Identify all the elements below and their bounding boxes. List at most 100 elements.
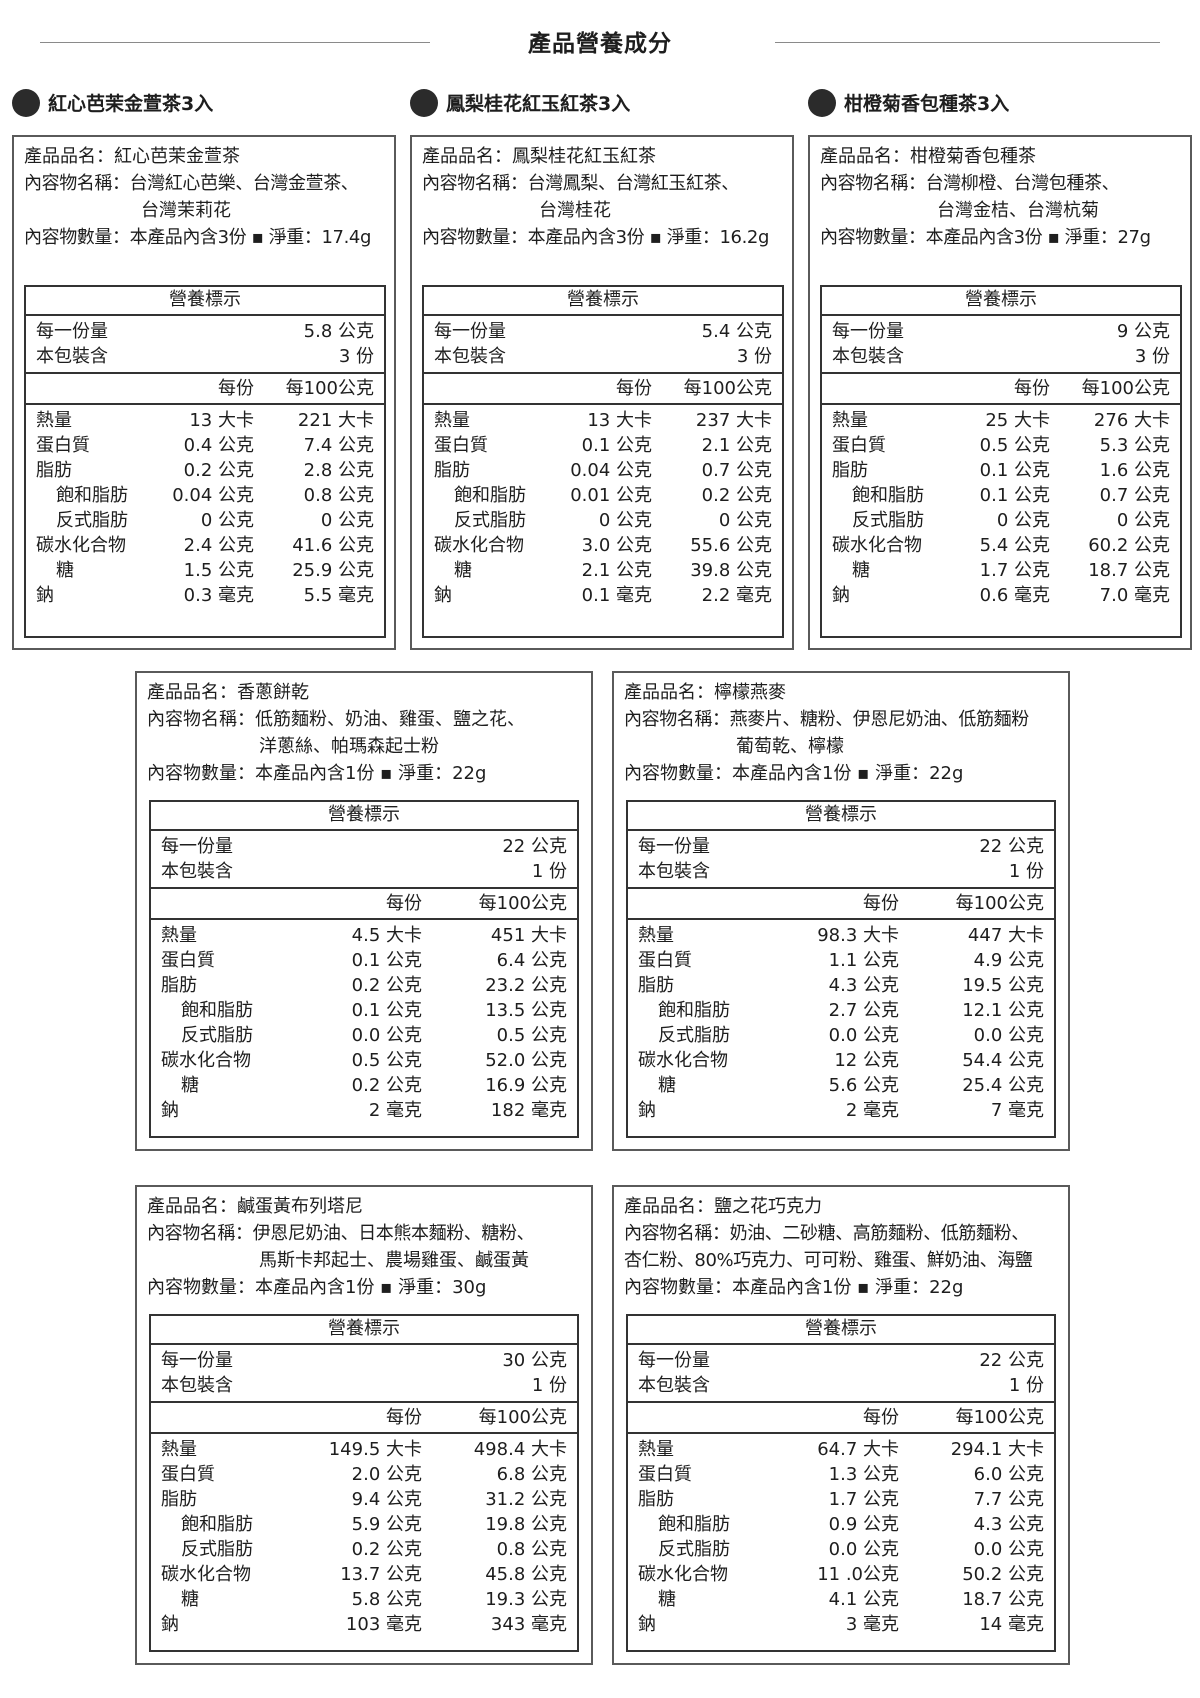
serving-size-value: 22 公克: [979, 836, 1044, 857]
per-100g-value: 41.6 公克: [292, 535, 374, 556]
per-100g-value: 0.0 公克: [973, 1539, 1044, 1560]
per-100g-value: 52.0 公克: [485, 1050, 567, 1071]
per-serving-value: 0.4 公克: [183, 435, 254, 456]
per-serving-value: 0.9 公克: [828, 1514, 899, 1535]
nutrient-label: 飽和脂肪: [181, 1000, 253, 1021]
nutrient-label: 反式脂肪: [852, 510, 924, 531]
quantity-line: 內容物數量：本產品內含1份 ▪ 淨重：22g: [624, 1274, 1062, 1301]
product-name-line: 產品品名：檸檬燕麥: [624, 679, 1062, 706]
per-serving-value: 4.1 公克: [828, 1589, 899, 1610]
per-100g-value: 5.3 公克: [1099, 435, 1170, 456]
per-100g-value: 60.2 公克: [1088, 535, 1170, 556]
per-serving-value: 2.4 公克: [183, 535, 254, 556]
contents-label: 內容物名稱：: [24, 173, 130, 194]
contents-label: 內容物名稱：: [820, 173, 926, 194]
per-serving-header: 每份: [386, 893, 422, 914]
nutrient-label: 鈉: [434, 585, 452, 606]
per-serving-value: 0 公克: [996, 510, 1050, 531]
column-header-row: 每份 每100公克: [424, 374, 782, 405]
per-serving-value: 0.0 公克: [828, 1025, 899, 1046]
contents-line-2: 台灣茉莉花: [24, 197, 388, 224]
product-name-line: 產品品名：鹹蛋黃布列塔尼: [147, 1193, 585, 1220]
quantity-label: 內容物數量：: [147, 763, 255, 784]
nutrient-label: 反式脂肪: [181, 1539, 253, 1560]
per-100g-value: 54.4 公克: [962, 1050, 1044, 1071]
servings-value: 3 份: [736, 346, 772, 367]
contents-line-2: 杏仁粉、80%巧克力、可可粉、雞蛋、鮮奶油、海鹽: [624, 1247, 1062, 1274]
page-header: 產品營養成分: [0, 24, 1200, 64]
per-serving-value: 2 毫克: [845, 1100, 899, 1121]
per-100g-value: 237 大卡: [695, 410, 772, 431]
per-100g-value: 4.3 公克: [973, 1514, 1044, 1535]
product-name-line: 產品品名：紅心芭茉金萱茶: [24, 143, 388, 170]
quantity-label: 內容物數量：: [147, 1277, 255, 1298]
nutrient-label: 蛋白質: [161, 1464, 215, 1485]
product-name-value: 鹽之花巧克力: [714, 1196, 822, 1217]
serving-size-value: 9 公克: [1116, 321, 1170, 342]
per-100g-value: 6.8 公克: [496, 1464, 567, 1485]
per-100g-value: 2.1 公克: [701, 435, 772, 456]
per-serving-value: 1.1 公克: [828, 950, 899, 971]
contents-value: 台灣桂花: [539, 200, 611, 221]
nutrient-label: 碳水化合物: [36, 535, 126, 556]
product-name-value: 柑橙菊香包種茶: [910, 146, 1036, 167]
per-100g-value: 0 公克: [718, 510, 772, 531]
per-serving-value: 0.2 公克: [351, 1075, 422, 1096]
nutrient-label: 脂肪: [161, 1489, 197, 1510]
product-name-label: 產品品名：: [24, 146, 114, 167]
column-header-row: 每份 每100公克: [822, 374, 1180, 405]
per-serving-value: 0 公克: [598, 510, 652, 531]
quantity-value: 本產品內含3份 ▪ 淨重：17.4g: [129, 227, 372, 248]
product-name-line: 產品品名：香蔥餅乾: [147, 679, 585, 706]
per-100g-header: 每100公克: [478, 1407, 567, 1428]
nutrient-label: 熱量: [434, 410, 470, 431]
per-serving-header: 每份: [863, 893, 899, 914]
per-100g-value: 276 大卡: [1093, 410, 1170, 431]
column-header-row: 每份 每100公克: [628, 889, 1054, 920]
contents-line: 內容物名稱：台灣鳳梨、台灣紅玉紅茶、: [422, 170, 786, 197]
nutrient-label: 飽和脂肪: [852, 485, 924, 506]
serving-size-label: 每一份量: [638, 836, 710, 857]
per-100g-header: 每100公克: [285, 378, 374, 399]
nutrient-label: 反式脂肪: [658, 1025, 730, 1046]
nutrient-label: 碳水化合物: [434, 535, 524, 556]
product-name-label: 產品品名：: [624, 682, 714, 703]
nutrient-label: 飽和脂肪: [56, 485, 128, 506]
nutrient-label: 脂肪: [434, 460, 470, 481]
serving-size-label: 每一份量: [638, 1350, 710, 1371]
per-100g-value: 2.2 毫克: [701, 585, 772, 606]
per-serving-value: 1.7 公克: [828, 1489, 899, 1510]
nutrient-label: 脂肪: [832, 460, 868, 481]
quantity-label: 內容物數量：: [820, 227, 926, 248]
product-info: 產品品名：柑橙菊香包種茶 內容物名稱：台灣柳橙、台灣包種茶、 台灣金桔、台灣杭菊…: [820, 143, 1184, 251]
product-name-value: 鳳梨桂花紅玉紅茶: [512, 146, 656, 167]
contents-value: 洋蔥絲、帕瑪森起士粉: [259, 736, 439, 757]
contents-value: 燕麥片、糖粉、伊恩尼奶油、低筋麵粉: [729, 709, 1030, 730]
per-100g-value: 447 大卡: [967, 925, 1044, 946]
per-serving-value: 13 大卡: [189, 410, 254, 431]
per-serving-value: 0.1 毫克: [581, 585, 652, 606]
per-100g-value: 7.4 公克: [303, 435, 374, 456]
per-serving-value: 0.1 公克: [979, 460, 1050, 481]
per-100g-header: 每100公克: [683, 378, 772, 399]
tea-card-1: 產品品名：鳳梨桂花紅玉紅茶 內容物名稱：台灣鳳梨、台灣紅玉紅茶、 台灣桂花 內容…: [410, 135, 794, 650]
bullet-dot-icon: [808, 88, 836, 117]
per-serving-value: 0.2 公克: [351, 975, 422, 996]
per-100g-value: 0 公克: [320, 510, 374, 531]
nutrient-label: 鈉: [161, 1614, 179, 1635]
per-100g-value: 19.8 公克: [485, 1514, 567, 1535]
